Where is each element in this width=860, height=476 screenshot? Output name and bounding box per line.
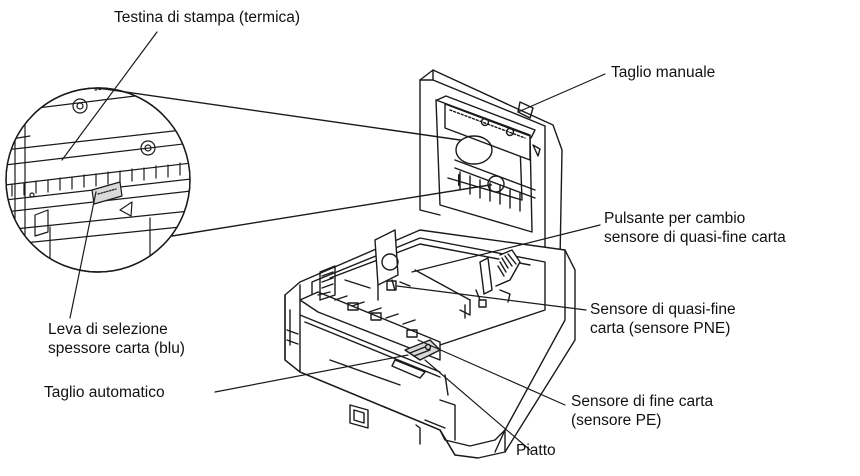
label-pne-sensor-line2: carta (sensore PNE) <box>590 320 731 337</box>
label-pne-button-line1: Pulsante per cambio <box>604 210 746 227</box>
label-platen: Piatto <box>516 442 556 459</box>
label-thickness-lever: Leva di selezione spessore carta (blu) <box>48 320 185 358</box>
label-pe-sensor-line1: Sensore di fine carta <box>571 393 714 410</box>
label-pne-button-line2: sensore di quasi-fine carta <box>604 229 786 246</box>
label-thickness-lever-line2: spessore carta (blu) <box>48 340 185 357</box>
label-pne-sensor-line1: Sensore di quasi-fine <box>590 301 736 318</box>
printer-body <box>284 69 576 459</box>
leader-lines <box>61 31 606 451</box>
label-pne-sensor: Sensore di quasi-fine carta (sensore PNE… <box>590 300 736 338</box>
label-thickness-lever-line1: Leva di selezione <box>48 321 168 338</box>
label-manual-cutter: Taglio manuale <box>611 64 716 81</box>
magnified-inset <box>5 87 497 273</box>
label-auto-cutter: Taglio automatico <box>44 384 165 401</box>
label-pe-sensor-line2: (sensore PE) <box>571 412 662 429</box>
label-pe-sensor: Sensore di fine carta (sensore PE) <box>571 392 713 430</box>
label-print-head: Testina di stampa (termica) <box>114 9 301 26</box>
label-pne-button: Pulsante per cambio sensore di quasi-fin… <box>604 209 786 247</box>
